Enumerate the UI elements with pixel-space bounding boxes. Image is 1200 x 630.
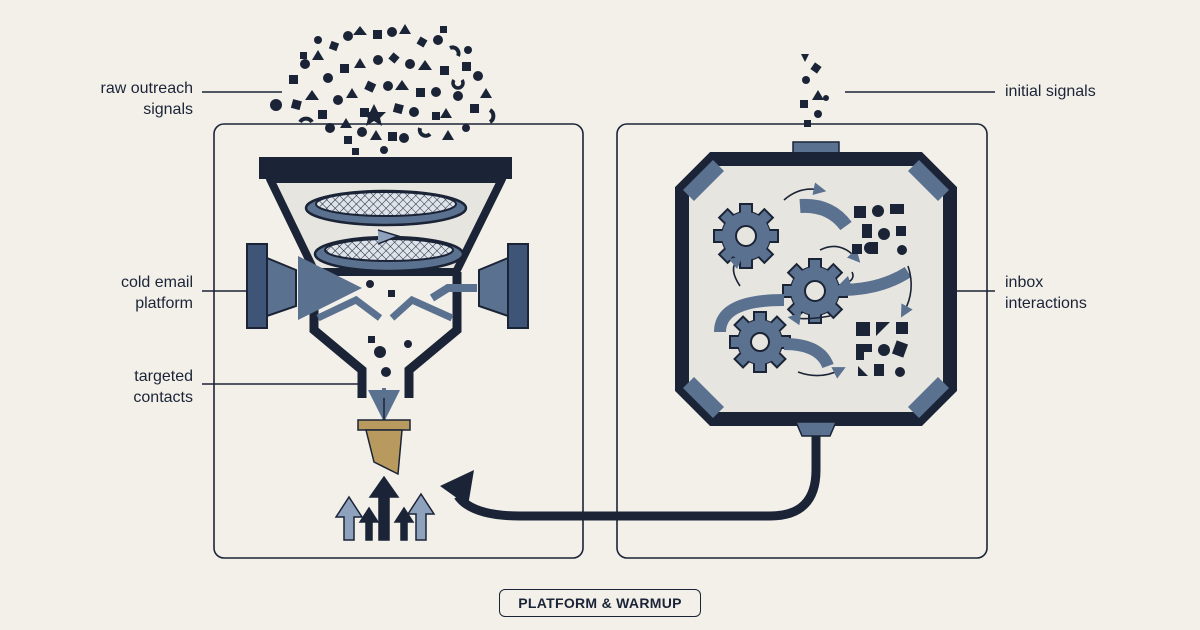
signal-blocks-icon	[852, 204, 909, 377]
return-arrow-icon	[440, 436, 821, 521]
initial-signals-icon	[800, 54, 829, 127]
inbox-flow-arrows	[714, 182, 913, 379]
label-line: interactions	[1005, 295, 1087, 312]
scattered-shapes-icon	[270, 24, 496, 155]
label-line: contacts	[133, 389, 193, 406]
label-initial-signals: initial signals	[1005, 81, 1175, 102]
label-line: initial signals	[1005, 83, 1096, 100]
section-badge: PLATFORM & WARMUP	[499, 589, 701, 617]
label-line: signals	[143, 101, 193, 118]
label-line: platform	[135, 295, 193, 312]
label-inbox-interactions: inbox interactions	[1005, 272, 1175, 314]
nozzle-icon	[357, 398, 411, 476]
label-raw-outreach-signals: raw outreach signals	[40, 78, 194, 120]
up-arrows-icon	[334, 475, 436, 541]
label-cold-email-platform: cold email platform	[40, 272, 193, 314]
gear-icon	[713, 203, 848, 373]
label-line: targeted	[134, 368, 193, 385]
left-panel	[213, 123, 584, 559]
label-line: inbox	[1005, 274, 1044, 291]
label-targeted-contacts: targeted contacts	[40, 366, 193, 408]
sieve-filter-icon	[304, 189, 468, 273]
right-panel	[616, 123, 988, 559]
label-line: cold email	[120, 274, 193, 291]
label-line: raw outreach	[100, 80, 194, 97]
